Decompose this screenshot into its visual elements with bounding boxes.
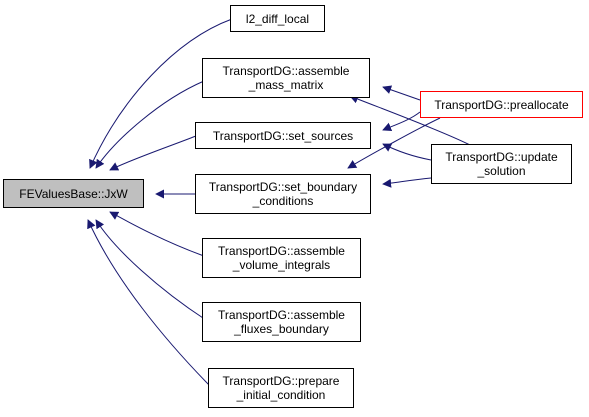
node-l2-diff-local-line-1: l2_diff_local bbox=[245, 11, 310, 26]
node-assemble-fluxes-boundary-line-1: TransportDG::assemble bbox=[218, 308, 345, 322]
edge-fluxes-to-jxw bbox=[95, 219, 207, 321]
node-assemble-fluxes-boundary[interactable]: TransportDG::assemble _fluxes_boundary bbox=[202, 302, 361, 342]
edge-volume-to-jxw bbox=[109, 211, 205, 257]
node-set-sources[interactable]: TransportDG::set_sources bbox=[195, 122, 371, 149]
node-preallocate-line-1: TransportDG::preallocate bbox=[434, 97, 569, 112]
node-set-boundary-conditions-line-1: TransportDG::set_boundary bbox=[208, 180, 358, 194]
edge-update-to-boundary bbox=[382, 177, 432, 188]
node-fevaluesbase-jxw-line-1: FEValuesBase::JxW bbox=[19, 186, 128, 201]
node-assemble-volume-integrals-line-1: TransportDG::assemble bbox=[218, 244, 345, 258]
node-prepare-initial-condition-line-2: _initial_condition bbox=[236, 388, 326, 402]
node-assemble-volume-integrals[interactable]: TransportDG::assemble _volume_integrals bbox=[202, 238, 361, 278]
node-fevaluesbase-jxw: FEValuesBase::JxW bbox=[3, 179, 144, 208]
edge-update-to-sources bbox=[382, 143, 432, 161]
edge-l2-to-jxw bbox=[89, 18, 233, 169]
node-assemble-mass-matrix-line-1: TransportDG::assemble bbox=[222, 64, 350, 78]
node-l2-diff-local[interactable]: l2_diff_local bbox=[230, 5, 325, 32]
node-assemble-fluxes-boundary-line-2: _fluxes_boundary bbox=[234, 322, 329, 336]
node-preallocate[interactable]: TransportDG::preallocate bbox=[420, 91, 583, 118]
edge-update-to-mass bbox=[349, 94, 471, 146]
edge-sources-to-jxw bbox=[109, 135, 197, 171]
node-prepare-initial-condition[interactable]: TransportDG::prepare _initial_condition bbox=[208, 368, 354, 408]
node-update-solution-line-2: _solution bbox=[477, 164, 526, 178]
edge-mass-to-jxw bbox=[95, 80, 205, 169]
edge-initial-to-jxw bbox=[87, 219, 211, 387]
node-set-boundary-conditions[interactable]: TransportDG::set_boundary _conditions bbox=[195, 174, 371, 214]
node-assemble-volume-integrals-line-2: _volume_integrals bbox=[232, 258, 331, 272]
node-assemble-mass-matrix[interactable]: TransportDG::assemble _mass_matrix bbox=[202, 58, 370, 98]
node-prepare-initial-condition-line-1: TransportDG::prepare bbox=[222, 374, 340, 388]
edge-prealloc-to-mass bbox=[382, 85, 421, 101]
edge-prealloc-to-boundary bbox=[347, 117, 441, 169]
node-update-solution-line-1: TransportDG::update bbox=[445, 150, 558, 164]
node-update-solution[interactable]: TransportDG::update _solution bbox=[431, 144, 572, 184]
node-set-sources-line-1: TransportDG::set_sources bbox=[212, 128, 354, 143]
node-set-boundary-conditions-line-2: _conditions bbox=[252, 194, 314, 208]
edge-prealloc-to-sources bbox=[382, 111, 421, 132]
node-assemble-mass-matrix-line-2: _mass_matrix bbox=[248, 78, 324, 92]
